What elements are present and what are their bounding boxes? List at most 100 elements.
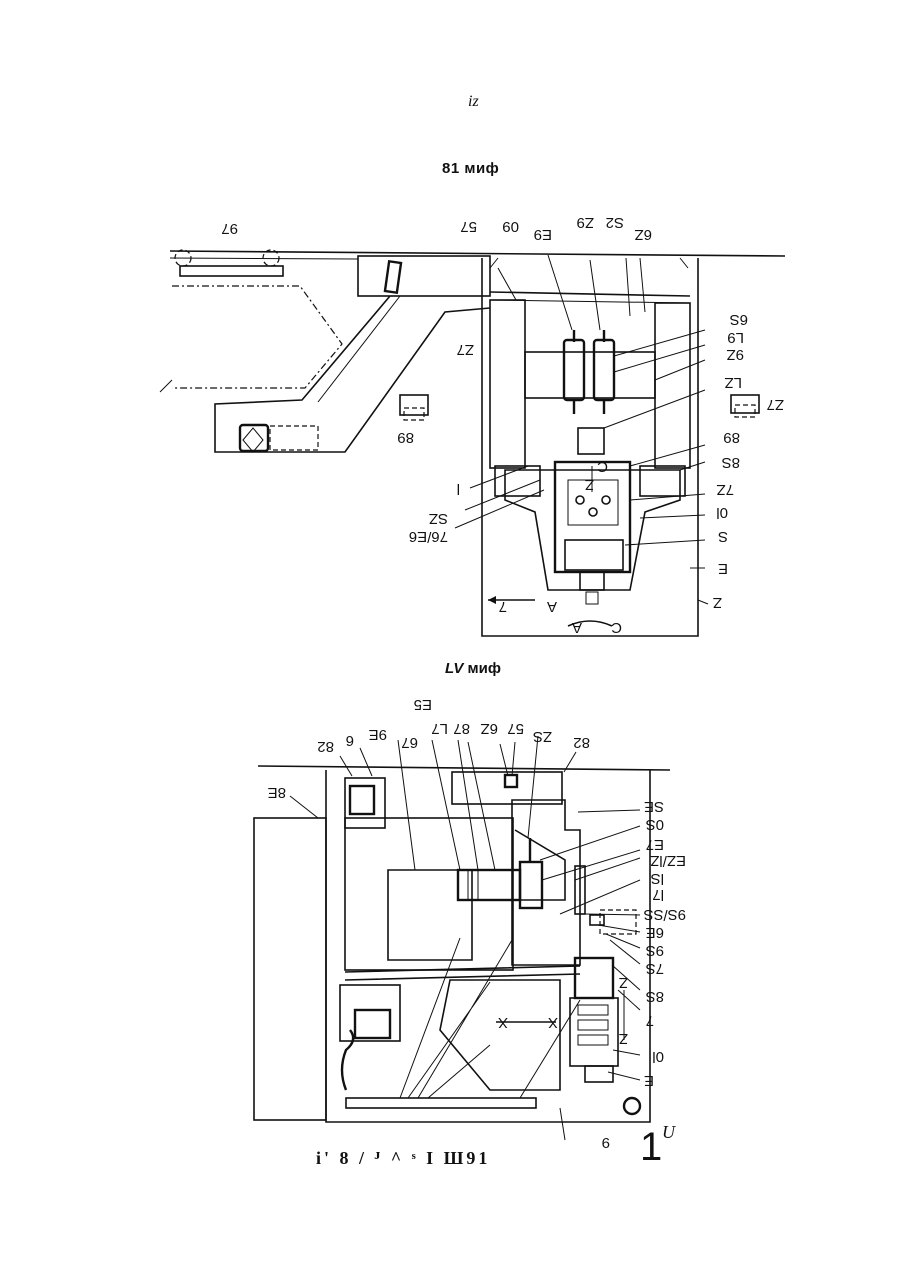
fig2-motor — [350, 786, 374, 814]
fig2-label: L7 — [431, 720, 448, 737]
fig2-label: E — [644, 1072, 654, 1089]
fig2-motor-low — [355, 1010, 390, 1038]
fig1-spindle-nose — [580, 572, 604, 590]
figure-2-drawing: 82 6 9E 67 E5 L7 87 6Z 57 ZS 82 8E SE 0S… — [254, 696, 686, 1151]
fig2-sensor — [590, 915, 604, 925]
fig2-label: E7 — [646, 836, 664, 853]
fig1-label: 0l — [716, 504, 728, 521]
fig2-label: X — [498, 1014, 508, 1031]
fig1-label: S — [718, 528, 728, 545]
fig2-slide-block — [585, 1066, 613, 1082]
fig2-label: X — [548, 1014, 558, 1031]
fig2-ram — [512, 800, 580, 965]
fig2-label: 9S/SS — [643, 906, 686, 923]
fig2-hopper — [440, 980, 560, 1090]
fig2-label: 0S — [646, 816, 664, 833]
fig1-ram — [525, 352, 655, 398]
fig2-label: Z — [619, 974, 628, 991]
fig2-label: 67 — [401, 734, 418, 751]
fig2-label: 82 — [573, 734, 590, 751]
fig1-bolt-2 — [602, 496, 610, 504]
fig2-tool-holder — [520, 862, 542, 908]
fig1-gripper — [243, 428, 263, 452]
fig2-label: lS — [651, 870, 664, 887]
fig1-leader-lines — [455, 255, 708, 604]
fig2-label: 9E — [369, 726, 387, 743]
bottom-mark: U — [662, 1122, 675, 1143]
fig1-right-column — [655, 303, 690, 468]
fig2-label: Z — [619, 1030, 628, 1047]
fig2-label: l7 — [652, 886, 664, 903]
fig1-sensor-right-lower — [735, 405, 755, 417]
fig1-crossbeam-top — [490, 292, 690, 296]
figure-1-drawing: 97 57 09 E9 Z9 S2 6Z 6S L9 9Z Z7 LZ Z7 8… — [160, 214, 785, 636]
fig2-wheel — [624, 1098, 640, 1114]
fig2-label: 9 — [602, 1134, 610, 1151]
fig1-spindle-tip — [586, 592, 598, 604]
fig1-left-column — [490, 300, 525, 468]
fig1-label: 89 — [397, 429, 414, 446]
fig1-label: Z7 — [456, 341, 474, 358]
fig2-label: EZ/lZ — [650, 852, 686, 869]
fig1-bolt-3 — [589, 508, 597, 516]
fig2-cable — [342, 1030, 353, 1090]
fig1-label: A — [572, 619, 582, 636]
fig1-spindle-left — [564, 340, 584, 400]
fig1-label: l — [457, 480, 460, 497]
fig2-label: 0l — [652, 1048, 664, 1065]
fig1-slide — [180, 266, 283, 276]
fig1-label: 6Z — [634, 226, 652, 243]
fig1-label: 09 — [502, 218, 519, 235]
fig2-label: 9S — [646, 942, 664, 959]
fig1-label: A — [547, 598, 557, 615]
fig2-table-slot — [578, 1020, 608, 1030]
fig1-bolt-1 — [576, 496, 584, 504]
fig1-label: LZ — [724, 374, 742, 391]
fig1-slide-block — [565, 540, 623, 570]
fig2-left-cabinet — [254, 818, 326, 1120]
fig2-label: 82 — [317, 738, 334, 755]
fig1-label: Z9 — [576, 214, 594, 231]
fig1-machine-frame — [482, 258, 698, 636]
fig1-label: 89 — [723, 429, 740, 446]
fig1-label: C — [611, 619, 622, 636]
fig1-frame-chamfers — [490, 258, 688, 268]
fig1-leader-edge — [160, 380, 172, 392]
fig1-label: 97 — [221, 220, 238, 237]
fig2-label: 7S — [646, 960, 664, 977]
fig1-label: SZ — [429, 510, 448, 527]
fig2-machine-frame — [326, 770, 650, 1122]
fig1-carriage-slot — [385, 261, 401, 292]
fig1-label: C — [597, 458, 608, 475]
fig1-y-arrow-head — [488, 596, 496, 604]
fig1-transfer-arm-inner — [318, 296, 400, 402]
fig1-label: Z — [713, 594, 722, 611]
fig2-label: 6Z — [480, 720, 498, 737]
fig1-label: Z — [585, 476, 594, 493]
fig1-label: L9 — [727, 329, 744, 346]
fig2-bed-rails — [345, 966, 580, 980]
fig1-spindle-head — [578, 428, 604, 454]
fig1-tool-magazine-outline — [172, 286, 342, 388]
fig2-label: SE — [644, 798, 664, 815]
fig2-label: 7 — [646, 1012, 654, 1029]
fig2-column — [345, 818, 513, 970]
fig2-table-slot — [578, 1005, 608, 1015]
fig1-carriage — [358, 256, 490, 296]
fig2-label: ZS — [533, 728, 552, 745]
fig2-table — [570, 998, 618, 1066]
fig2-head-housing — [388, 870, 472, 960]
fig1-label: E9 — [534, 226, 552, 243]
fig1-gripper-dashed — [270, 426, 318, 450]
fig1-label: 8S — [722, 454, 740, 471]
fig1-sensor-left-lower — [404, 408, 424, 420]
fig1-label: Z7 — [766, 396, 784, 413]
fig2-table-slot — [578, 1035, 608, 1045]
fig1-label: 7Z — [716, 481, 734, 498]
fig1-label: 7 — [499, 598, 507, 615]
fig1-label: 9Z — [726, 346, 744, 363]
fig1-label: S2 — [606, 214, 624, 231]
fig2-spindle — [458, 870, 520, 900]
fig1-label: 6S — [730, 311, 748, 328]
